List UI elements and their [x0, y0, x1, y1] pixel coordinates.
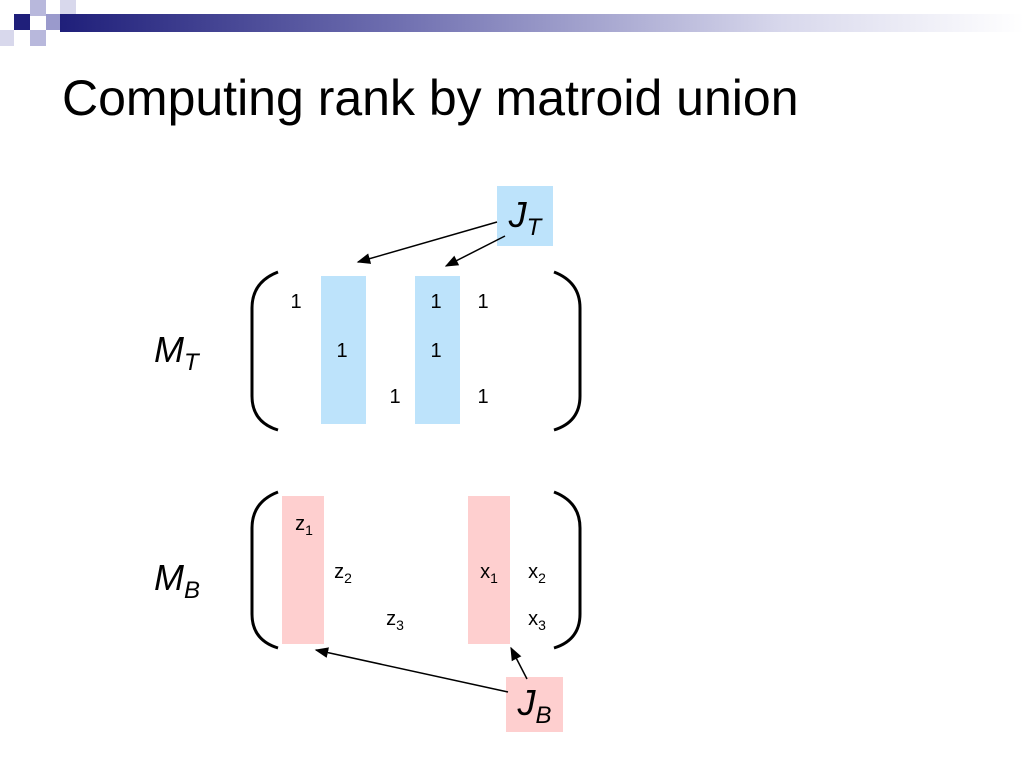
matrix-entry: z1	[295, 513, 313, 538]
matrix-label-mt: MT	[154, 330, 199, 383]
mt-left-bracket	[250, 270, 279, 432]
mt-label-sub: T	[184, 349, 199, 376]
jb-label: JB	[506, 677, 563, 732]
mb-left-bracket	[250, 490, 279, 650]
jb-arrow-1	[314, 647, 509, 693]
matrix-entry: 1	[290, 291, 302, 313]
jb-column-highlight-1	[282, 496, 324, 644]
slide-title: Computing rank by matroid union	[62, 70, 799, 126]
matrix-entry: 1	[430, 291, 442, 313]
jt-label-sub: T	[526, 214, 542, 241]
matrix-entry: x3	[528, 608, 546, 633]
jb-column-highlight-2	[468, 496, 510, 644]
jb-label-sub: B	[535, 702, 552, 729]
jt-arrow-1	[356, 221, 498, 264]
jb-label-base: J	[517, 682, 536, 723]
matrix-entry: 1	[430, 340, 442, 362]
jt-column-highlight-2	[415, 276, 460, 424]
matrix-entry: 1	[477, 291, 489, 313]
mt-right-bracket	[553, 270, 582, 432]
matrix-label-mb: MB	[154, 558, 200, 611]
jt-label: JT	[497, 186, 553, 246]
mb-label-sub: B	[184, 577, 201, 604]
matrix-entry: 1	[477, 386, 489, 408]
matrix-entry: 1	[389, 386, 401, 408]
mb-right-bracket	[553, 490, 582, 650]
jt-label-base: J	[508, 194, 527, 235]
matrix-entry: 1	[336, 340, 348, 362]
matrix-entry: x1	[480, 561, 498, 586]
jb-arrow-2	[510, 646, 528, 680]
mt-label-base: M	[154, 329, 184, 370]
matrix-entry: x2	[528, 561, 546, 586]
matrix-entry: z2	[334, 561, 352, 586]
matrix-entry: z3	[386, 608, 404, 633]
jt-column-highlight-1	[321, 276, 366, 424]
mb-label-base: M	[154, 557, 184, 598]
header-decoration	[0, 0, 1024, 46]
